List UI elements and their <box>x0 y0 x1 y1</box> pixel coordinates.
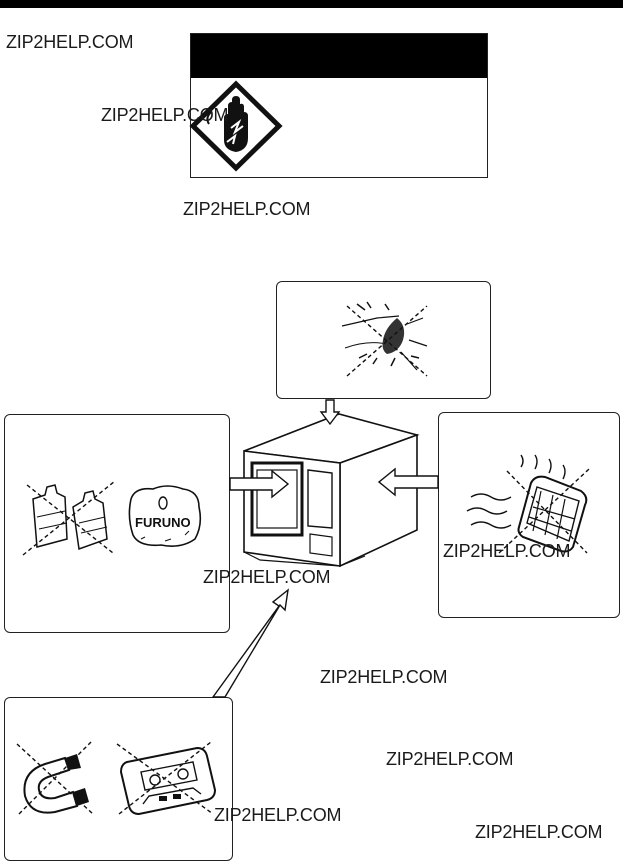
arrow-top <box>319 399 341 426</box>
electric-shock-hand-icon <box>189 80 283 172</box>
watermark: ZIP2HELP.COM <box>6 32 134 52</box>
arrow-bottom <box>211 588 289 698</box>
heater-icon <box>466 454 590 554</box>
watermark: ZIP2HELP.COM <box>443 541 571 561</box>
water-splash-icon <box>341 301 428 377</box>
callout-water <box>276 281 491 399</box>
watermark: ZIP2HELP.COM <box>101 105 229 125</box>
watermark: ZIP2HELP.COM <box>214 805 342 825</box>
callout-heater <box>438 412 620 618</box>
callout-chemicals: FURUNO <box>4 414 230 633</box>
cassette-tape-icon <box>116 741 217 816</box>
chemical-bottles-icon <box>22 480 116 556</box>
watermark: ZIP2HELP.COM <box>183 199 311 219</box>
callout-magnetic <box>4 697 233 861</box>
magnet-icon <box>16 741 94 815</box>
warning-header-bar <box>191 34 487 78</box>
watermark: ZIP2HELP.COM <box>203 567 331 587</box>
furuno-logo-rock-icon: FURUNO <box>128 485 202 547</box>
arrows <box>211 399 439 698</box>
display-unit-icon <box>243 413 420 568</box>
warning-box <box>189 33 488 178</box>
watermark: ZIP2HELP.COM <box>386 749 514 769</box>
rock-brand-text: FURUNO <box>135 515 191 530</box>
arrow-right <box>377 467 439 497</box>
watermark: ZIP2HELP.COM <box>320 667 448 687</box>
page-top-rule <box>0 0 623 8</box>
watermark: ZIP2HELP.COM <box>475 822 603 842</box>
arrow-left <box>229 469 290 499</box>
